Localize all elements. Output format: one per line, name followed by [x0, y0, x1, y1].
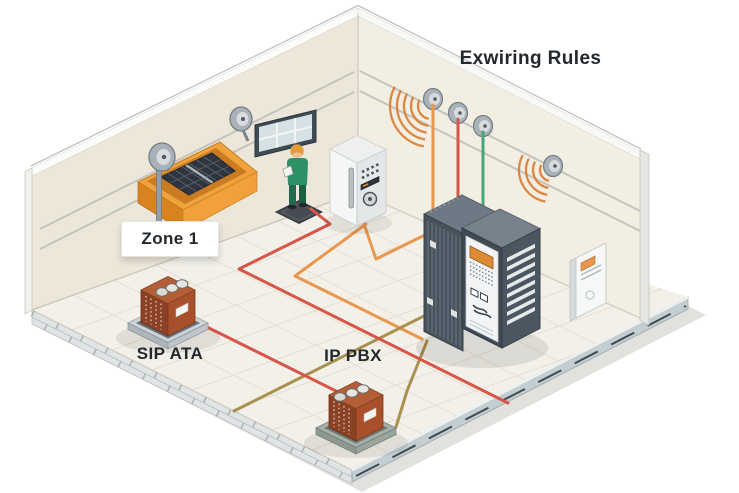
page-title: Exwiring Rules	[459, 48, 602, 69]
floor-raceway-edge	[351, 296, 689, 483]
zone-label: Zone 1	[121, 221, 219, 257]
pole-speaker-icon	[148, 142, 176, 227]
wire-tan-cross	[232, 311, 432, 413]
wall-right	[358, 12, 640, 318]
rack-screen	[469, 245, 494, 270]
wall-left-edge	[24, 167, 33, 315]
ip-pbx-label: IP PBX	[324, 346, 382, 365]
wire-orange-run	[293, 222, 424, 341]
window-icon	[254, 109, 317, 158]
wire-red-ata	[205, 325, 342, 395]
ata-gateway-icon	[116, 276, 220, 353]
pole-speaker-icon	[229, 106, 253, 142]
floor-brick-edge	[30, 309, 354, 485]
wall-right-edge	[639, 149, 650, 326]
server-rack-icon	[416, 194, 548, 368]
ceiling-speaker-icon	[542, 154, 564, 178]
technician-figure-icon	[282, 144, 308, 210]
pbx-gateway-icon	[304, 381, 408, 458]
wire-red-main	[237, 207, 510, 405]
wire-orange-cabinet	[362, 222, 378, 261]
control-cabinet-icon	[324, 135, 392, 234]
ceiling-speaker-icon	[422, 87, 444, 111]
cable-tray-panel-icon	[136, 141, 258, 232]
wall-box-icon	[569, 242, 607, 322]
sip-ata-label: SIP ATA	[136, 344, 204, 363]
